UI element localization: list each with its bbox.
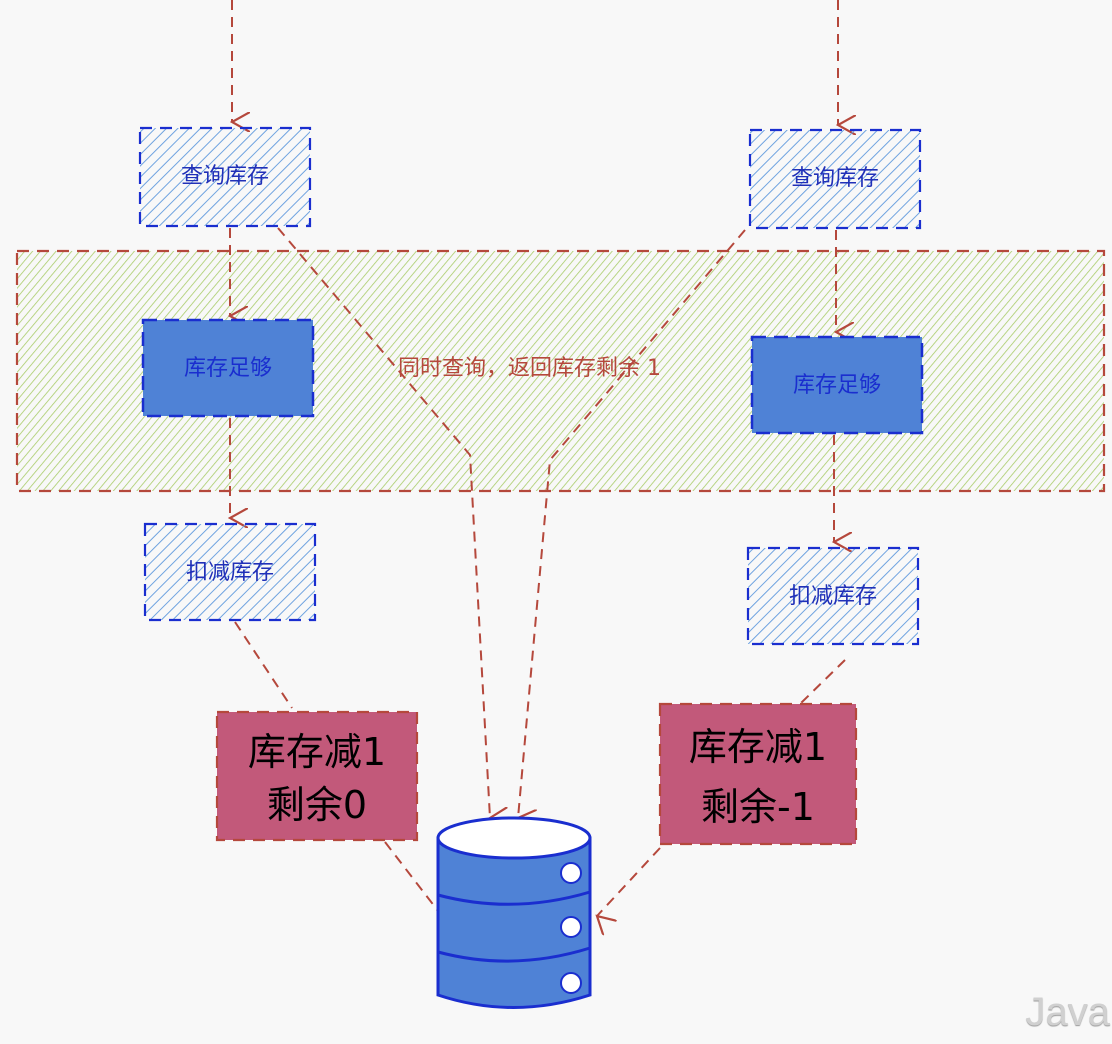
database-icon bbox=[436, 816, 592, 1009]
left-deduct-to-result-line bbox=[234, 621, 293, 709]
left-query-label: 查询库存 bbox=[181, 164, 269, 189]
left-result-line2: 剩余0 bbox=[267, 783, 367, 827]
left-check-box: 库存足够 bbox=[141, 318, 315, 418]
right-result-line1: 库存减1 bbox=[689, 725, 827, 769]
right-result-line2: 剩余-1 bbox=[701, 785, 815, 829]
left-result-box: 库存减1 剩余0 bbox=[215, 710, 419, 842]
watermark: Java bbox=[1025, 990, 1111, 1034]
left-deduct-label: 扣减库存 bbox=[186, 560, 274, 585]
left-result-to-db-arrow bbox=[384, 841, 445, 920]
right-deduct-label: 扣减库存 bbox=[789, 584, 877, 609]
left-deduct-box: 扣减库存 bbox=[143, 522, 317, 622]
left-query-box: 查询库存 bbox=[138, 126, 312, 228]
right-result-to-db-arrow bbox=[597, 847, 661, 916]
right-check-box: 库存足够 bbox=[750, 335, 924, 435]
right-check-label: 库存足够 bbox=[793, 373, 881, 398]
concurrent-zone-label: 同时查询，返回库存剩余 1 bbox=[398, 356, 661, 381]
db-disk-indicator-2 bbox=[560, 916, 582, 938]
db-disk-indicator-1 bbox=[560, 862, 582, 884]
right-result-box: 库存减1 剩余-1 bbox=[658, 702, 858, 846]
right-deduct-box: 扣减库存 bbox=[746, 546, 920, 646]
right-query-box: 查询库存 bbox=[748, 128, 922, 230]
right-deduct-to-result-line bbox=[799, 659, 846, 705]
right-query-label: 查询库存 bbox=[791, 166, 879, 191]
left-query-to-db-line bbox=[277, 227, 490, 818]
left-check-label: 库存足够 bbox=[184, 356, 272, 381]
left-result-line1: 库存减1 bbox=[248, 730, 386, 774]
db-disk-indicator-3 bbox=[560, 972, 582, 994]
